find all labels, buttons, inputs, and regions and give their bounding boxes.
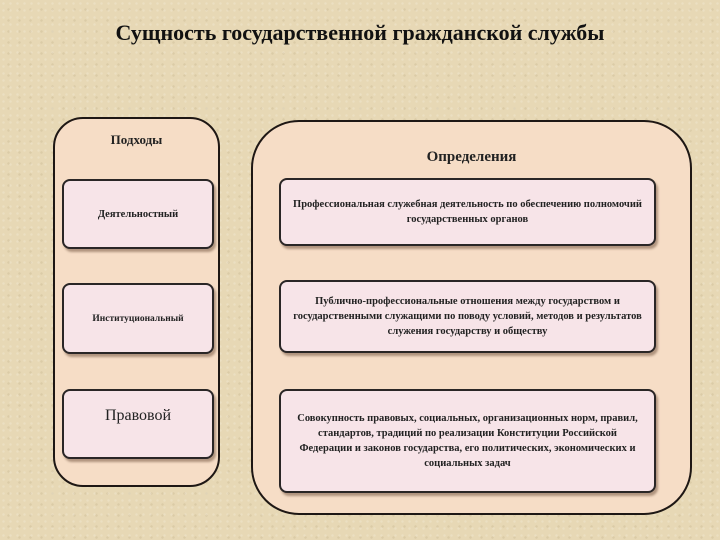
definition-institutional: Публично-профессиональные отношения межд…: [279, 280, 656, 353]
definitions-heading: Определения: [426, 149, 517, 165]
definition-legal: Совокупность правовых, социальных, орган…: [279, 389, 656, 493]
approaches-heading: Подходы: [110, 132, 163, 147]
approach-activity: Деятельностный: [62, 179, 214, 249]
approach-legal: Правовой: [62, 389, 214, 459]
page-title: Сущность государственной гражданской слу…: [115, 20, 605, 45]
approach-institutional: Институциональный: [62, 283, 214, 354]
definition-activity: Профессиональная служебная деятельность …: [279, 178, 656, 246]
